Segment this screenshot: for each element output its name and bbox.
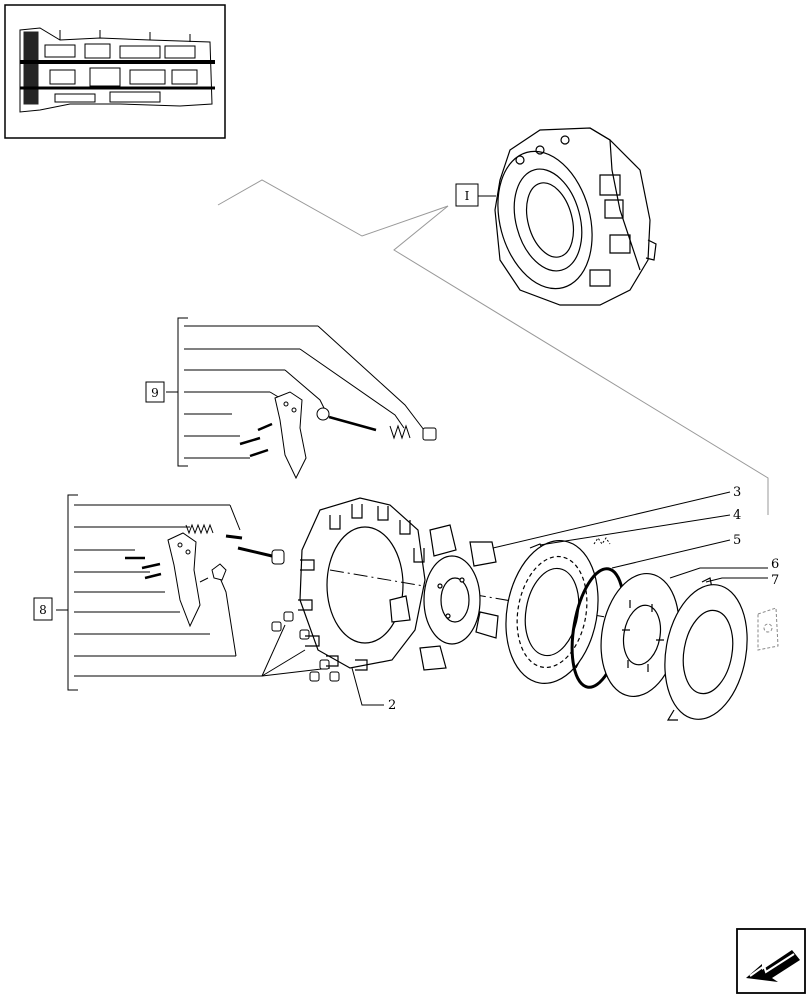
part-number-7: 7 [771,573,779,588]
group-9-text: 9 [151,386,159,400]
clutch-cover-part[interactable] [298,497,426,671]
adjusting-nut-part[interactable] [422,427,437,441]
arrow-left-icon [746,950,800,982]
retaining-bracket-part[interactable] [757,607,779,651]
stud-bolt-part[interactable] [237,546,285,565]
pivot-pin-part[interactable] [199,563,227,583]
locator-thumbnail[interactable] [4,4,226,139]
spring-8-part[interactable] [185,523,243,540]
gearbox-section-icon [19,27,215,113]
label-2: 2 [351,667,396,713]
release-lever-8-part[interactable] [125,532,201,628]
clutch-disc-part[interactable] [389,524,499,671]
roller-parts[interactable] [271,611,340,682]
part-number-4: 4 [733,508,741,523]
group-I-label[interactable]: I [455,183,496,207]
release-lever-part[interactable] [239,391,307,480]
label-3: 3 [492,485,741,549]
leader-lines [217,179,769,515]
back-plate-part[interactable] [655,577,757,726]
label-7: 7 [705,573,779,588]
clutch-assembly[interactable] [483,127,657,306]
group-I-text: I [465,189,470,203]
part-number-6: 6 [771,557,779,572]
group-8-text: 8 [39,603,47,617]
group-8-bracket [56,494,331,691]
label-4: 4 [539,508,741,546]
part-number-3: 3 [733,485,741,500]
small-spring-part[interactable] [593,537,611,545]
label-5: 5 [611,533,741,569]
eye-bolt-part[interactable] [316,407,377,432]
prev-page-button[interactable] [736,928,806,994]
lever-spring-part[interactable] [389,424,411,440]
label-6: 6 [669,557,779,579]
part-number-5: 5 [733,533,741,548]
pressure-plate-part[interactable] [495,533,609,690]
group-8-label[interactable]: 8 [33,597,53,621]
part-number-2: 2 [388,698,396,713]
group-9-label[interactable]: 9 [145,381,165,403]
group-9-bracket [166,317,425,467]
